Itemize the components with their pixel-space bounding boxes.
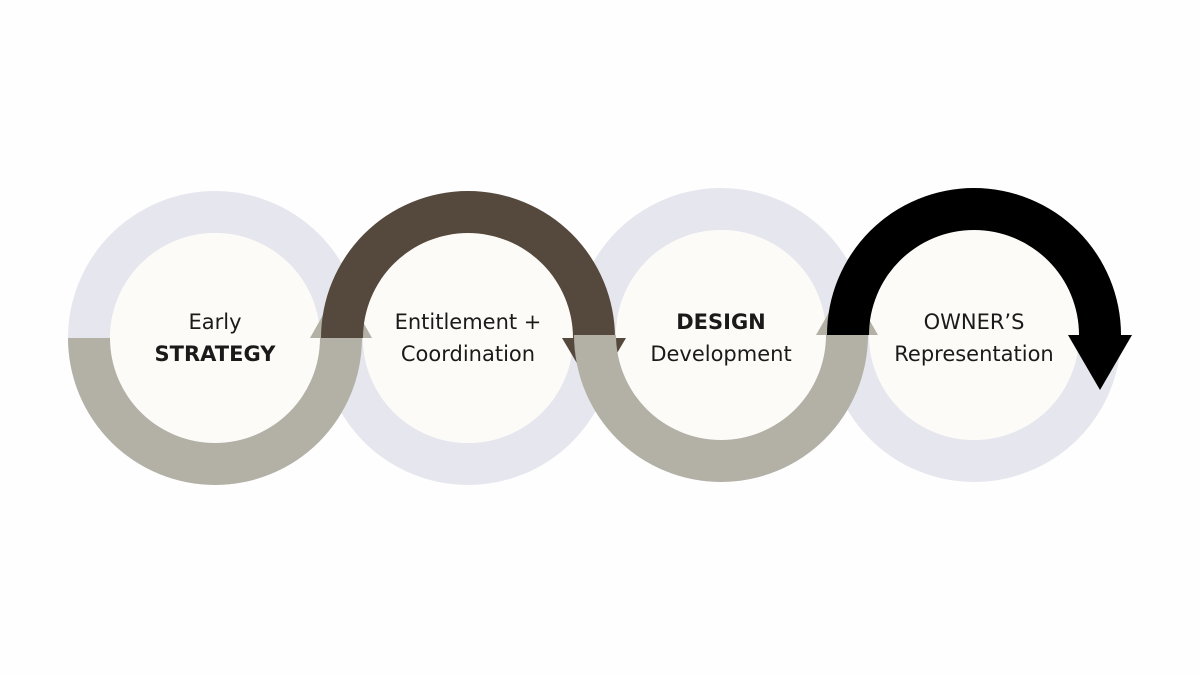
- arrow-down-brown: [321, 191, 626, 392]
- arrow-up-taupe-2: [574, 281, 878, 482]
- step-1-line-1: Early: [188, 310, 242, 334]
- step-label-2: Entitlement + Coordination: [368, 306, 568, 370]
- step-label-4: OWNER’S Representation: [874, 306, 1074, 370]
- step-4-line-2: Representation: [894, 342, 1054, 366]
- step-label-3: DESIGN Development: [621, 306, 821, 370]
- arrow-down-black: [827, 188, 1132, 390]
- arrow-up-taupe-1: [68, 283, 372, 485]
- inner-circle-1: [110, 233, 320, 443]
- step-3-line-1: DESIGN: [676, 310, 766, 334]
- inner-circle-3: [616, 230, 826, 440]
- step-1-line-2: STRATEGY: [154, 342, 276, 366]
- arrows-layer: [68, 188, 1132, 485]
- step-3-line-2: Development: [650, 342, 792, 366]
- step-2-line-1: Entitlement +: [394, 310, 542, 334]
- inner-circle-2: [363, 233, 573, 443]
- step-2-line-2: Coordination: [400, 342, 536, 366]
- step-4-line-1: OWNER’S: [923, 310, 1025, 334]
- inner-circles-layer: [110, 230, 1079, 443]
- step-label-1: Early STRATEGY: [115, 306, 315, 370]
- inner-circle-4: [869, 230, 1079, 440]
